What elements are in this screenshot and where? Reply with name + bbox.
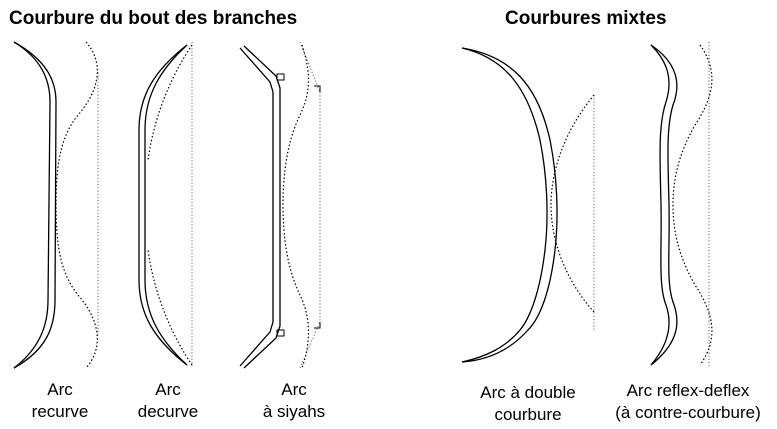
- caption-reflex-deflex: Arc reflex-deflex (à contre-courbure): [602, 380, 774, 424]
- caption-recurve: Arc recurve: [18, 379, 102, 423]
- heading-mixed-curvature: Courbures mixtes: [505, 8, 667, 29]
- caption-line: Arc: [281, 380, 307, 399]
- caption-line: Arc reflex-deflex: [626, 381, 750, 400]
- caption-line: courbure: [494, 405, 562, 424]
- caption-line: Arc: [155, 380, 181, 399]
- caption-line: à siyahs: [262, 402, 326, 421]
- double-curvature-bow-drawing: [461, 47, 595, 363]
- recurve-bow-drawing: [13, 41, 99, 369]
- caption-line: (à contre-courbure): [615, 403, 761, 422]
- caption-line: recurve: [31, 402, 89, 421]
- heading-tip-curvature: Courbure du bout des branches: [9, 8, 298, 29]
- caption-decurve: Arc decurve: [128, 379, 208, 423]
- reflex-deflex-bow-drawing: [650, 42, 713, 368]
- decurve-bow-drawing: [138, 42, 193, 368]
- siyah-bow-drawing: [239, 41, 321, 369]
- caption-double-curvature: Arc à double courbure: [458, 382, 598, 426]
- caption-line: decurve: [137, 402, 199, 421]
- caption-siyah: Arc à siyahs: [246, 379, 342, 423]
- caption-line: Arc: [47, 380, 73, 399]
- caption-line: Arc à double: [480, 383, 576, 402]
